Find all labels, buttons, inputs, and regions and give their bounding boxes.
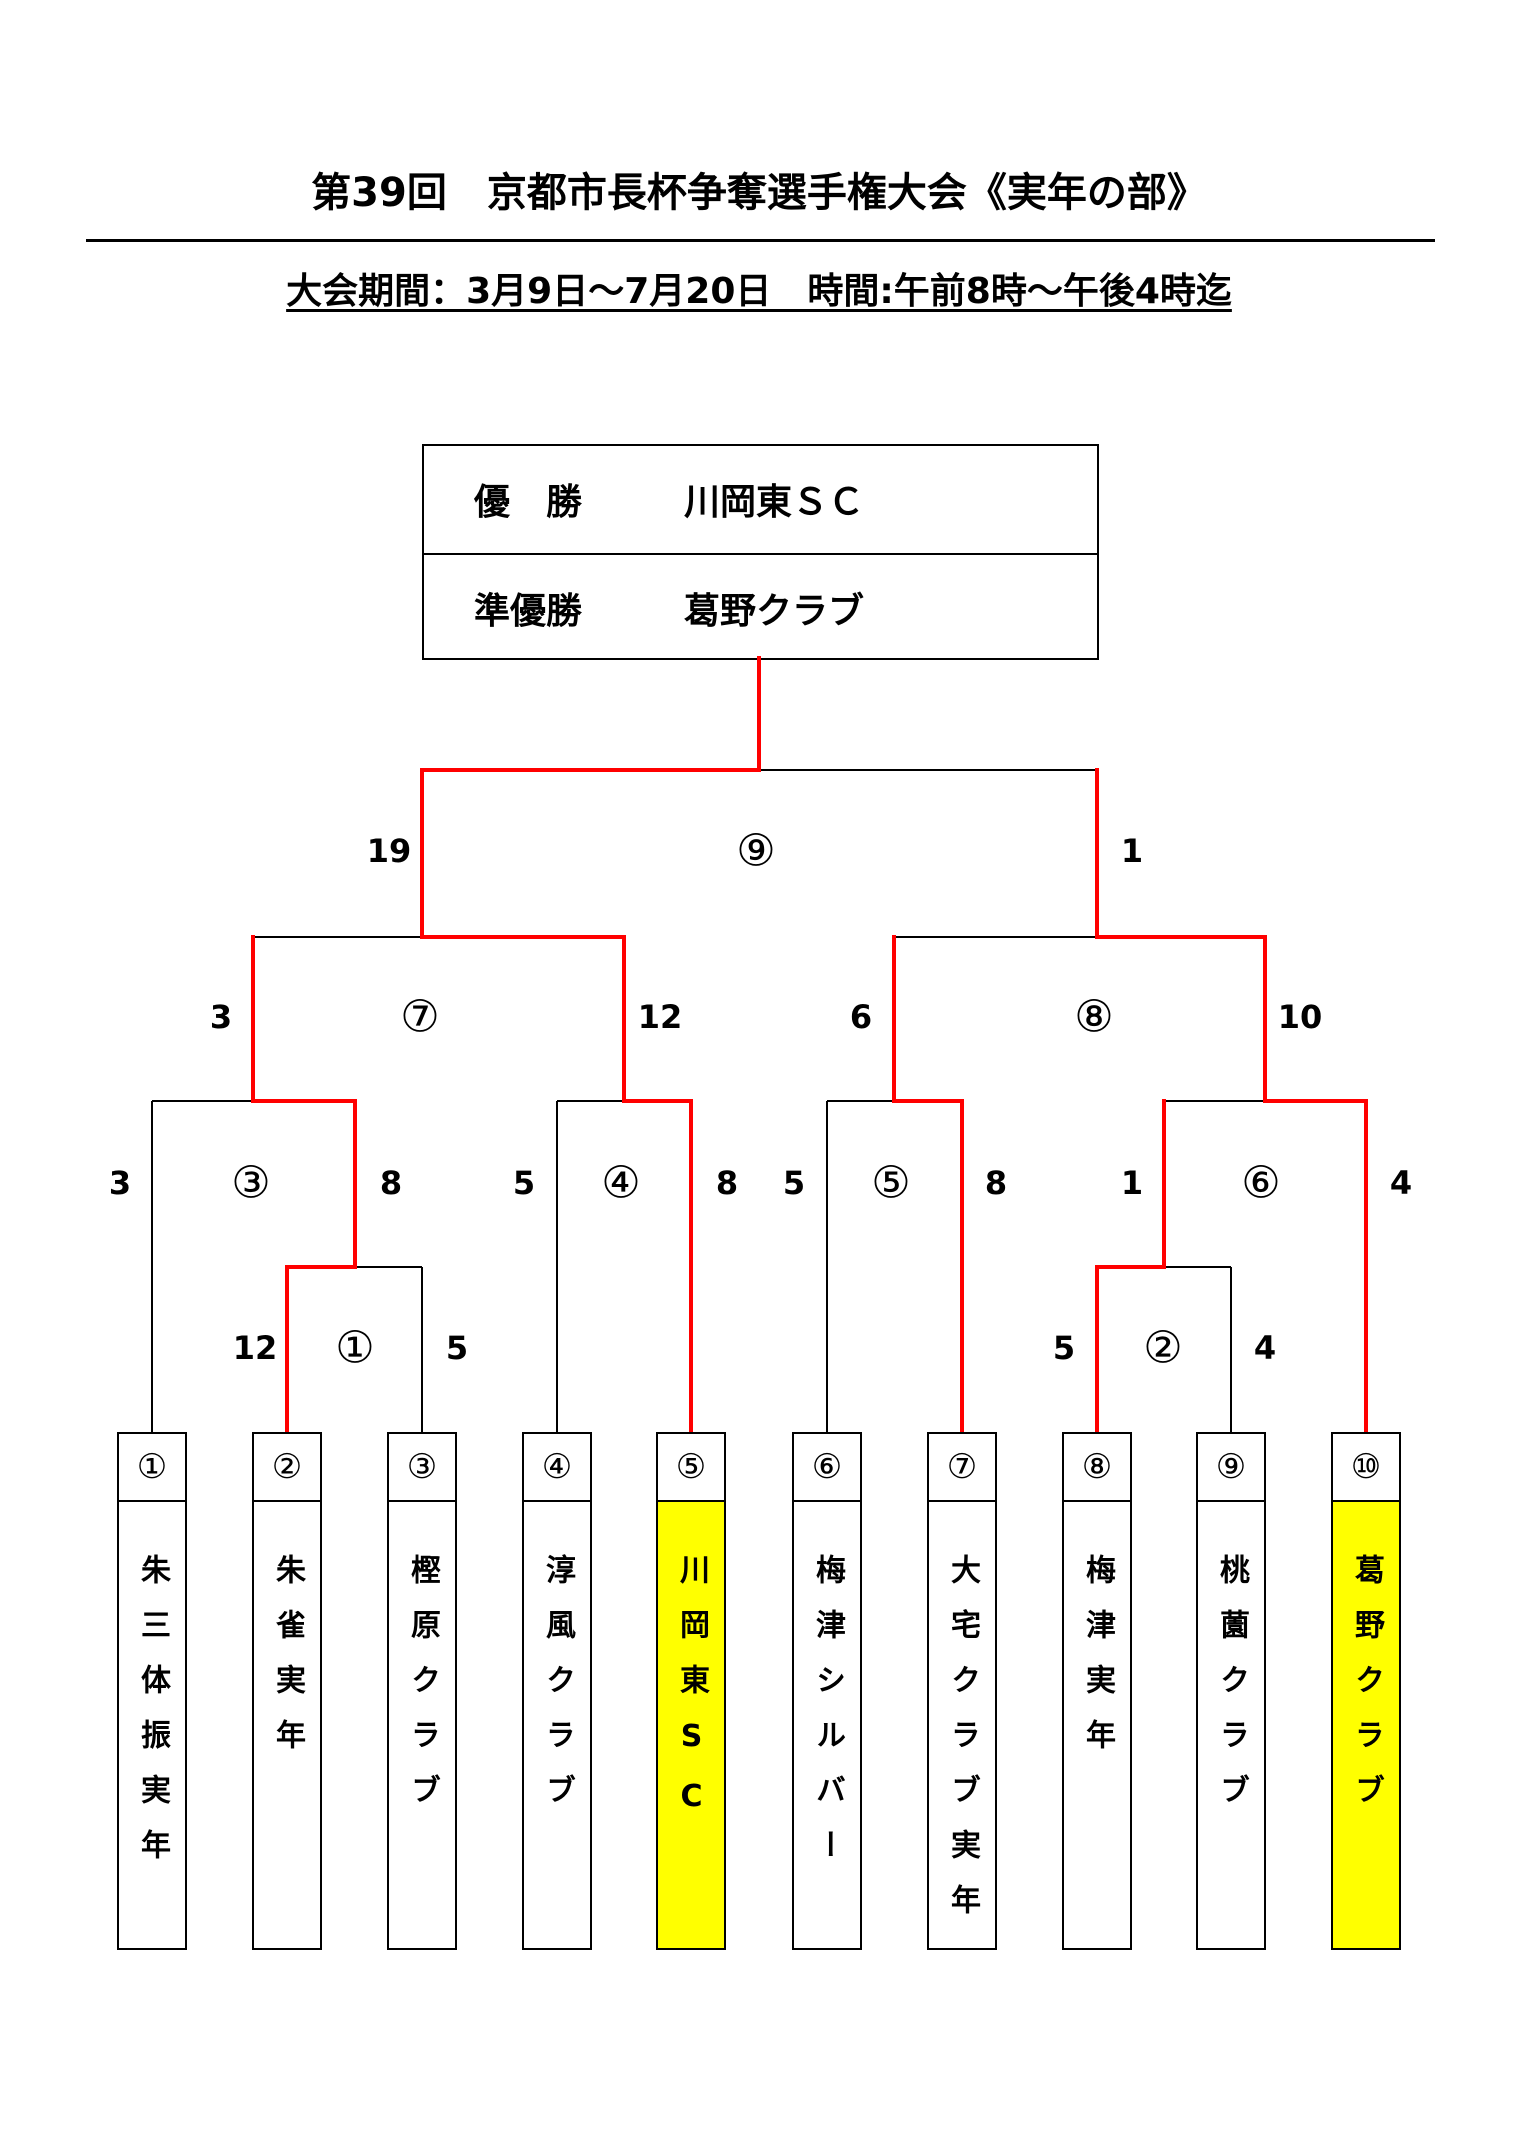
match-3-right-score: 8 xyxy=(379,1164,403,1202)
team-name: 川岡東SC xyxy=(674,1554,709,1839)
match-3-number: ③ xyxy=(231,1157,271,1209)
match-2-left-score: 5 xyxy=(1052,1329,1076,1367)
match-1-right-score: 5 xyxy=(445,1329,469,1367)
match-5-number: ⑤ xyxy=(871,1157,911,1209)
match-8-number: ⑧ xyxy=(1074,991,1114,1043)
match-2-number: ② xyxy=(1143,1322,1183,1374)
team-name: 桃薗クラブ xyxy=(1214,1554,1249,1829)
match-4-left-score: 5 xyxy=(512,1164,536,1202)
match-4-right-score: 8 xyxy=(715,1164,739,1202)
match-2-right-score: 4 xyxy=(1253,1329,1277,1367)
page-title: 第39回 京都市長杯争奪選手権大会《実年の部》 xyxy=(311,170,1207,216)
team-name: 朱三体振実年 xyxy=(135,1554,170,1884)
team-name: 朱雀実年 xyxy=(270,1554,305,1774)
team-name: 樫原クラブ xyxy=(405,1554,440,1829)
match-5-right-score: 8 xyxy=(984,1164,1008,1202)
team-number: ④ xyxy=(524,1434,590,1502)
team-slot-1: ① 朱三体振実年 xyxy=(117,1432,187,1950)
team-number: ⑨ xyxy=(1198,1434,1264,1502)
team-number: ③ xyxy=(389,1434,455,1502)
team-name: 梅津シルバー xyxy=(810,1554,845,1884)
team-name: 葛野クラブ xyxy=(1349,1554,1384,1829)
team-slot-5-champion: ⑤ 川岡東SC xyxy=(656,1432,726,1950)
tournament-schedule: 大会期間：3月9日～7月20日 時間:午前8時～午後4時迄 xyxy=(0,262,1518,314)
runner-up-team: 葛野クラブ xyxy=(684,591,865,632)
team-name: 淳風クラブ xyxy=(540,1554,575,1829)
match-6-left-score: 1 xyxy=(1120,1164,1144,1202)
team-slot-8: ⑧ 梅津実年 xyxy=(1062,1432,1132,1950)
schedule-text: 大会期間：3月9日～7月20日 時間:午前8時～午後4時迄 xyxy=(286,271,1232,312)
team-name: 梅津実年 xyxy=(1080,1554,1115,1774)
match-9-number: ⑨ xyxy=(736,825,776,877)
runner-up-row: 準優勝 葛野クラブ xyxy=(424,553,1097,661)
match-9-left-score: 19 xyxy=(366,832,412,870)
match-6-right-score: 4 xyxy=(1389,1164,1413,1202)
team-number: ⑦ xyxy=(929,1434,995,1502)
match-7-right-score: 12 xyxy=(637,998,683,1036)
match-5-left-score: 5 xyxy=(782,1164,806,1202)
team-slot-10-runner-up: ⑩ 葛野クラブ xyxy=(1331,1432,1401,1950)
team-number: ⑧ xyxy=(1064,1434,1130,1502)
title-divider xyxy=(86,239,1435,242)
team-slot-3: ③ 樫原クラブ xyxy=(387,1432,457,1950)
match-1-left-score: 12 xyxy=(232,1329,278,1367)
match-7-number: ⑦ xyxy=(400,991,440,1043)
match-8-left-score: 6 xyxy=(849,998,873,1036)
bracket-black-lines xyxy=(151,769,1265,1432)
team-slot-2: ② 朱雀実年 xyxy=(252,1432,322,1950)
match-7-left-score: 3 xyxy=(209,998,233,1036)
team-number: ② xyxy=(254,1434,320,1502)
team-slot-6: ⑥ 梅津シルバー xyxy=(792,1432,862,1950)
champion-label: 優 勝 xyxy=(474,482,583,523)
match-6-number: ⑥ xyxy=(1241,1157,1281,1209)
match-3-left-score: 3 xyxy=(108,1164,132,1202)
team-slot-7: ⑦ 大宅クラブ実年 xyxy=(927,1432,997,1950)
runner-up-label: 準優勝 xyxy=(474,591,583,632)
match-1-number: ① xyxy=(335,1322,375,1374)
team-number: ⑩ xyxy=(1333,1434,1399,1502)
bracket-winner-paths xyxy=(251,656,1368,1434)
team-number: ⑥ xyxy=(794,1434,860,1502)
team-slot-4: ④ 淳風クラブ xyxy=(522,1432,592,1950)
match-8-right-score: 10 xyxy=(1277,998,1323,1036)
team-number: ⑤ xyxy=(658,1434,724,1502)
team-name: 大宅クラブ実年 xyxy=(945,1554,980,1939)
champion-row: 優 勝 川岡東ＳＣ xyxy=(424,446,1097,552)
match-4-number: ④ xyxy=(601,1157,641,1209)
champion-team: 川岡東ＳＣ xyxy=(684,482,865,523)
match-9-right-score: 1 xyxy=(1120,832,1144,870)
team-number: ① xyxy=(119,1434,185,1502)
team-slot-9: ⑨ 桃薗クラブ xyxy=(1196,1432,1266,1950)
